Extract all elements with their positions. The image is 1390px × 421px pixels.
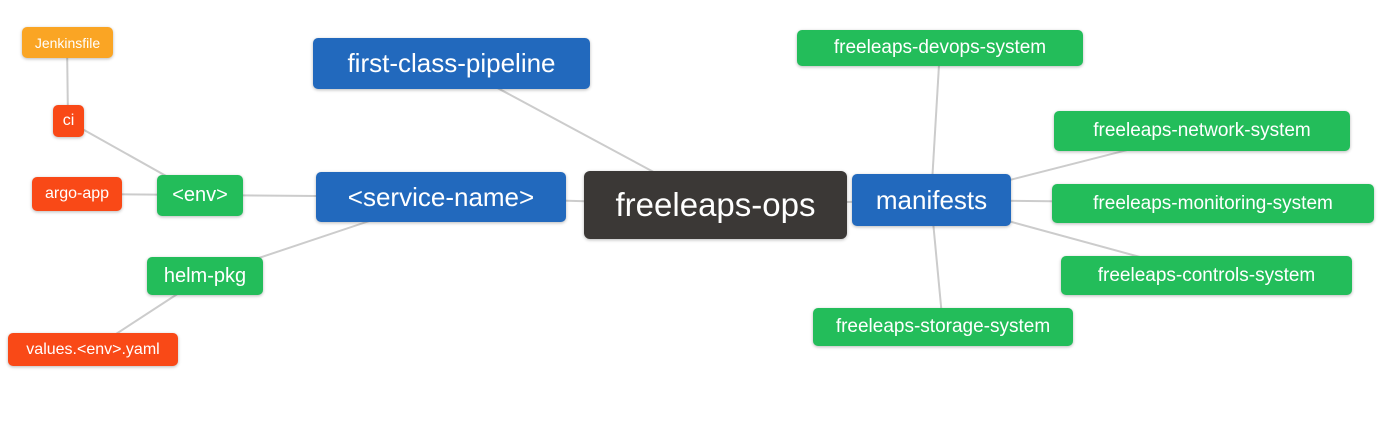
node-jenkinsfile[interactable]: Jenkinsfile: [22, 27, 113, 58]
node-freeleaps-devops-system[interactable]: freeleaps-devops-system: [797, 30, 1083, 66]
node-service-name[interactable]: <service-name>: [316, 172, 566, 222]
node-freeleaps-monitoring-system[interactable]: freeleaps-monitoring-system: [1052, 184, 1374, 223]
node-freeleaps-storage-system[interactable]: freeleaps-storage-system: [813, 308, 1073, 346]
node-manifests[interactable]: manifests: [852, 174, 1011, 226]
node-values-env-yaml[interactable]: values.<env>.yaml: [8, 333, 178, 366]
node-freeleaps-controls-system[interactable]: freeleaps-controls-system: [1061, 256, 1352, 295]
node-first-class-pipeline[interactable]: first-class-pipeline: [313, 38, 590, 89]
node-freeleaps-network-system[interactable]: freeleaps-network-system: [1054, 111, 1350, 151]
node-helm-pkg[interactable]: helm-pkg: [147, 257, 263, 295]
node-ci[interactable]: ci: [53, 105, 84, 137]
node-argo-app[interactable]: argo-app: [32, 177, 122, 211]
node-freeleaps-ops[interactable]: freeleaps-ops: [584, 171, 847, 239]
node-env[interactable]: <env>: [157, 175, 243, 216]
